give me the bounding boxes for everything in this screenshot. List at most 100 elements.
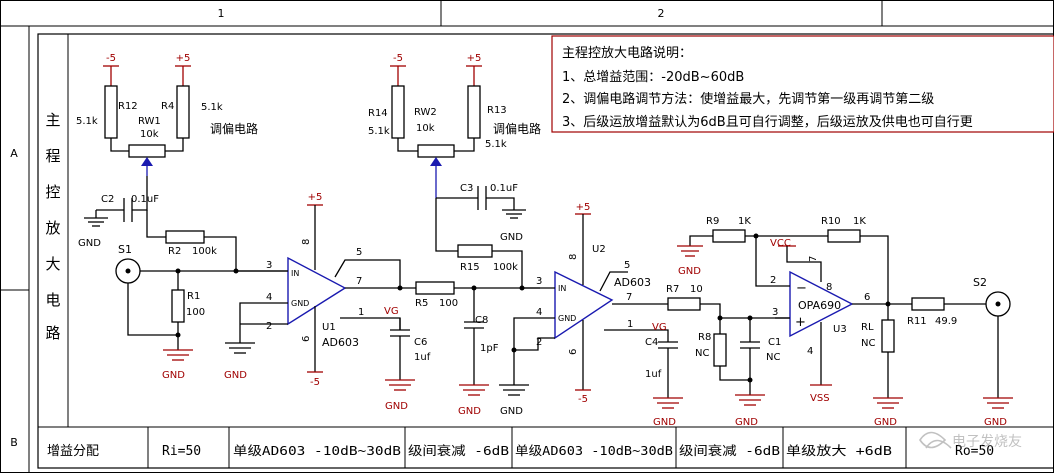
vcc-label: VCC — [770, 238, 791, 249]
side-title-char: 程 — [45, 147, 60, 165]
u1-pin-2: 2 — [266, 321, 272, 332]
offset-label-2: 调偏电路 — [493, 121, 541, 136]
interstage-network: R5 100 C8 1pF GND R15 100k C3 0.1uF G — [415, 183, 540, 417]
vg-label: VG — [652, 322, 667, 333]
row-marker-b: B — [10, 436, 18, 449]
opamp-icon — [789, 270, 854, 338]
gain-table-title: 增益分配 — [47, 444, 99, 459]
ground-icon — [163, 349, 193, 361]
output-stage: R11 49.9 S2 GND — [907, 276, 1013, 428]
u1-pin-8: 8 — [301, 239, 312, 245]
u1-pin-7: 7 — [356, 276, 362, 287]
u3-minus: − — [796, 281, 807, 296]
r15-ref: R15 — [460, 262, 480, 273]
u1-pin-in: IN — [291, 269, 299, 278]
u2-pin-4: 4 — [536, 307, 542, 318]
r10-ref: R10 — [821, 216, 841, 227]
ground-icon — [84, 210, 108, 227]
resistor-r4 — [176, 85, 190, 139]
u2-pin-5: 5 — [624, 260, 630, 271]
amplifier-u1: IN GND 3 4 2 GND +5 8 -5 6 U1 AD603 5 7 … — [224, 192, 431, 412]
ground-label: GND — [78, 238, 101, 249]
c2-value: 0.1uF — [131, 194, 159, 205]
rw2-ref: RW2 — [414, 107, 437, 118]
ground-icon — [385, 379, 415, 391]
notes-line-2: 2、调偏电路调节方法：使增益最大，先调节第一级再调节第二级 — [562, 91, 934, 107]
r7-ref: R7 — [666, 284, 679, 295]
u1-pin-4: 4 — [266, 292, 272, 303]
r1-ref: R1 — [187, 291, 200, 302]
u3-pin-8: 8 — [826, 282, 832, 293]
rl-ref: RL — [861, 322, 874, 333]
gain-table-cell: 单级放大 +6dB — [786, 443, 892, 458]
r5-value: 100 — [439, 298, 458, 309]
offset-label-1: 调偏电路 — [210, 121, 258, 136]
opamp-icon — [287, 256, 347, 326]
ground-label: GND — [874, 417, 897, 428]
c2-ref: C2 — [101, 194, 114, 205]
gain-table-cell: Ro=50 — [955, 444, 994, 459]
c6-value: 1uf — [414, 352, 431, 363]
r7-value: 10 — [690, 284, 703, 295]
u3-pin-3: 3 — [772, 307, 778, 318]
resistor-r14 — [391, 85, 405, 139]
c1-value: NC — [766, 352, 780, 363]
pos5-label: +5 — [576, 202, 591, 213]
s2-ref: S2 — [973, 276, 987, 289]
r4-value: 5.1k — [201, 102, 223, 113]
u1-pin-gnd: GND — [291, 299, 309, 308]
notes-box: 主程控放大电路说明： 1、总增益范围：-20dB~60dB 2、调偏电路调节方法… — [551, 35, 1054, 133]
r13-ref: R13 — [487, 105, 507, 116]
gain-table-cell: 级间衰减 -6dB — [408, 443, 509, 458]
resistor-r1 — [171, 289, 185, 323]
ground-label: GND — [458, 406, 481, 417]
u1-pin-5: 5 — [356, 247, 362, 258]
ground-icon — [225, 342, 255, 354]
resistor-r12 — [104, 85, 118, 139]
potentiometer-rw1 — [128, 144, 166, 158]
ground-label: GND — [162, 370, 185, 381]
c4-ref: C4 — [645, 337, 658, 348]
pos5-label: +5 — [467, 53, 482, 64]
ground-label: GND — [385, 401, 408, 412]
u2-ref: U2 — [592, 244, 606, 255]
pos5-label: +5 — [176, 53, 191, 64]
c3-value: 0.1uF — [490, 183, 518, 194]
logo-icon — [919, 431, 952, 449]
gain-table-cell: 级间衰减 -6dB — [679, 443, 780, 458]
u3-pin-7: 7 — [808, 256, 819, 262]
c1-ref: C1 — [768, 337, 781, 348]
r11-value: 49.9 — [935, 316, 957, 327]
u2-pin-in: IN — [558, 284, 566, 293]
r14-value: 5.1k — [368, 126, 390, 137]
ground-label: GND — [735, 417, 758, 428]
c8-ref: C8 — [475, 315, 488, 326]
ground-icon — [735, 394, 765, 406]
resistor-rl — [881, 319, 895, 353]
u2-pin-2: 2 — [536, 337, 542, 348]
resistor-r13 — [467, 85, 481, 139]
ground-icon — [983, 397, 1013, 409]
u2-pin-6: 6 — [568, 349, 579, 355]
notes-heading: 主程控放大电路说明： — [562, 45, 692, 61]
c8-value: 1pF — [480, 343, 499, 354]
u2-pin-1: 1 — [627, 319, 633, 330]
c4-value: 1uf — [645, 369, 662, 380]
u2-pin-3: 3 — [536, 276, 542, 287]
u3-pin-4: 4 — [807, 346, 813, 357]
r11-ref: R11 — [907, 316, 927, 327]
r10-value: 1K — [853, 216, 866, 227]
resistor-r5 — [415, 281, 455, 295]
u1-part: AD603 — [322, 336, 359, 349]
side-title-char: 主 — [45, 111, 60, 129]
ground-label: GND — [500, 406, 523, 417]
ground-icon — [873, 397, 903, 409]
u2-pin-7: 7 — [626, 292, 632, 303]
r9-ref: R9 — [706, 216, 719, 227]
side-title: 主 程 控 放 大 电 路 — [45, 111, 60, 342]
resistor-r8 — [713, 333, 727, 367]
u2-pin-gnd: GND — [558, 314, 576, 323]
u2-part: AD603 — [614, 276, 651, 289]
side-title-char: 大 — [45, 255, 60, 273]
